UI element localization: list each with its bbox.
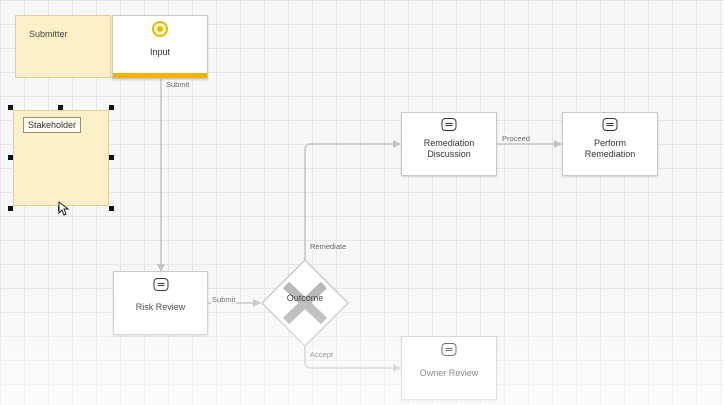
outcome-gateway[interactable] xyxy=(260,258,350,348)
outcome-gateway-label: Outcome xyxy=(286,293,324,303)
exclusive-gateway-x-icon xyxy=(282,281,328,325)
edge-label-proceed: Proceed xyxy=(501,134,531,143)
lane-stakeholder-label: Stakeholder xyxy=(23,117,82,133)
lane-submitter-label: Submitter xyxy=(29,29,68,39)
start-event-icon xyxy=(152,21,168,37)
remediation-discussion-label: Remediation Discussion xyxy=(406,138,492,160)
perform-remediation-label: Perform Remediation xyxy=(567,138,653,160)
resize-handle-top-left[interactable] xyxy=(8,105,13,110)
perform-remediation-label-line1: Perform xyxy=(593,138,626,148)
edge-label-risk-submit: Submit xyxy=(211,295,237,304)
remediation-discussion-label-line2: Discussion xyxy=(427,149,471,159)
owner-review-task[interactable]: Owner Review xyxy=(401,336,497,400)
resize-handle-top-right[interactable] xyxy=(109,105,114,110)
perform-remediation-label-line2: Remediation xyxy=(584,149,636,159)
owner-review-label: Owner Review xyxy=(419,368,479,378)
move-cursor-icon xyxy=(58,201,70,216)
input-node-label: Input xyxy=(149,47,171,57)
risk-review-label: Risk Review xyxy=(135,302,186,312)
remediation-discussion-label-line1: Remediation xyxy=(423,138,475,148)
perform-remediation-task[interactable]: Perform Remediation xyxy=(562,112,658,176)
lane-stakeholder[interactable]: Stakeholder xyxy=(13,110,109,206)
task-icon xyxy=(153,278,168,291)
risk-review-task[interactable]: Risk Review xyxy=(113,271,208,335)
resize-handle-right[interactable] xyxy=(109,155,114,160)
edge-label-input-submit: Submit xyxy=(165,80,191,89)
resize-handle-bottom-left[interactable] xyxy=(8,206,13,211)
input-accent-bar xyxy=(113,73,207,78)
edge-label-accept: Accept xyxy=(309,350,334,359)
resize-handle-top[interactable] xyxy=(58,105,63,110)
edge-label-remediate: Remediate xyxy=(309,242,348,251)
task-icon xyxy=(602,118,618,131)
task-icon xyxy=(441,343,457,356)
bottom-overlay xyxy=(0,275,724,405)
resize-handle-bottom-right[interactable] xyxy=(109,206,114,211)
remediation-discussion-task[interactable]: Remediation Discussion xyxy=(401,112,497,176)
resize-handle-left[interactable] xyxy=(8,155,13,160)
task-icon xyxy=(441,118,457,131)
lane-submitter[interactable]: Submitter xyxy=(15,15,111,78)
input-node[interactable]: Input xyxy=(112,15,208,79)
